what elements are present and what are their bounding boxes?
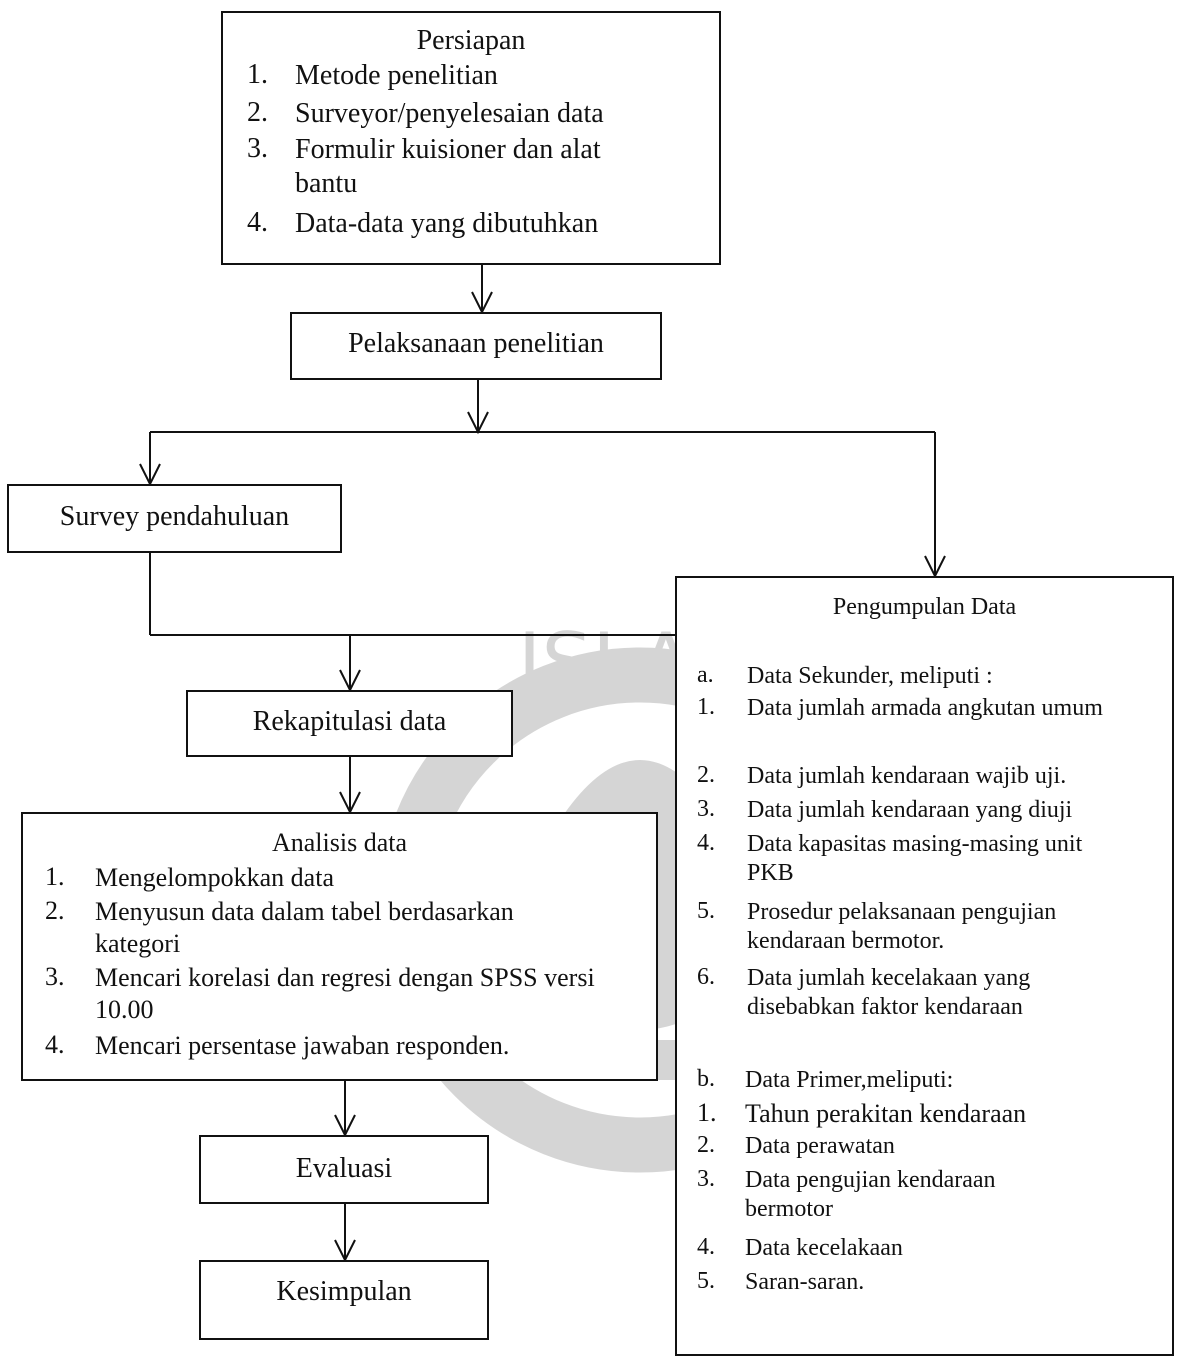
evaluasi-box: Evaluasi	[199, 1135, 489, 1204]
item-text: Data jumlah kecelakaan yang disebabkan f…	[747, 965, 1031, 1021]
kesimpulan-box: Kesimpulan	[199, 1260, 489, 1340]
section-marker: b.	[697, 1066, 715, 1092]
persiapan-box: Persiapan 1. Metode penelitian 2. Survey…	[221, 11, 721, 265]
item-number: 4.	[697, 1234, 715, 1260]
pengumpulan-title: Pengumpulan Data	[832, 594, 1017, 620]
rekapitulasi-label: Rekapitulasi data	[252, 706, 447, 737]
item-number: 3.	[697, 796, 715, 822]
kesimpulan-label: Kesimpulan	[276, 1276, 412, 1307]
item-text: Formulir kuisioner dan alat bantu	[295, 134, 601, 200]
item-number: 2.	[247, 97, 268, 128]
section-marker: a.	[697, 662, 714, 688]
persiapan-title: Persiapan	[416, 25, 526, 56]
evaluasi-label: Evaluasi	[295, 1153, 393, 1184]
pelaksanaan-label: Pelaksanaan penelitian	[348, 328, 604, 359]
item-number: 5.	[697, 1268, 715, 1294]
item-text: Data perawatan	[745, 1133, 895, 1159]
survey-label: Survey pendahuluan	[59, 501, 290, 532]
item-text: Prosedur pelaksanaan pengujian kendaraan…	[747, 899, 1057, 955]
pengumpulan-box: Pengumpulan Data a. Data Sekunder, melip…	[675, 576, 1174, 1356]
item-number: 4.	[697, 830, 715, 856]
item-text: Data kapasitas masing-masing unit PKB	[747, 831, 1083, 887]
item-text: Metode penelitian	[295, 60, 498, 91]
item-number: 2.	[697, 1132, 715, 1158]
item-number: 1.	[45, 862, 65, 891]
section-heading: Data Primer,meliputi:	[745, 1067, 954, 1093]
item-number: 3.	[697, 1166, 715, 1192]
item-number: 1.	[697, 1098, 717, 1127]
item-number: 2.	[697, 762, 715, 788]
item-text: Data jumlah kendaraan wajib uji.	[747, 763, 1067, 789]
item-text: Menyusun data dalam tabel berdasarkan ka…	[95, 897, 514, 958]
item-text: Mencari korelasi dan regresi dengan SPSS…	[95, 963, 595, 1024]
item-number: 4.	[247, 207, 268, 238]
item-number: 3.	[247, 133, 268, 164]
rekapitulasi-box: Rekapitulasi data	[186, 690, 513, 757]
item-text: Mencari persentase jawaban responden.	[95, 1031, 510, 1060]
item-text: Data-data yang dibutuhkan	[295, 208, 599, 239]
pelaksanaan-box: Pelaksanaan penelitian	[290, 312, 662, 380]
item-number: 1.	[697, 694, 715, 720]
item-number: 3.	[45, 962, 65, 991]
analisis-box: Analisis data 1. Mengelompokkan data 2. …	[21, 812, 658, 1081]
item-number: 2.	[45, 896, 65, 925]
item-number: 5.	[697, 898, 715, 924]
analisis-title: Analisis data	[271, 828, 408, 857]
item-number: 6.	[697, 964, 715, 990]
survey-box: Survey pendahuluan	[7, 484, 342, 553]
item-text: Data jumlah kendaraan yang diuji	[747, 797, 1073, 823]
item-text: Mengelompokkan data	[95, 863, 334, 892]
item-number: 4.	[45, 1030, 65, 1059]
item-text: Data jumlah armada angkutan umum	[747, 695, 1103, 721]
item-text: Surveyor/penyelesaian data	[295, 98, 604, 129]
item-text: Saran-saran.	[745, 1269, 865, 1295]
section-heading: Data Sekunder, meliputi :	[747, 663, 993, 689]
item-text: Data pengujian kendaraan bermotor	[745, 1167, 996, 1223]
item-text: Data kecelakaan	[745, 1235, 903, 1261]
item-number: 1.	[247, 59, 268, 90]
item-text: Tahun perakitan kendaraan	[745, 1099, 1027, 1128]
